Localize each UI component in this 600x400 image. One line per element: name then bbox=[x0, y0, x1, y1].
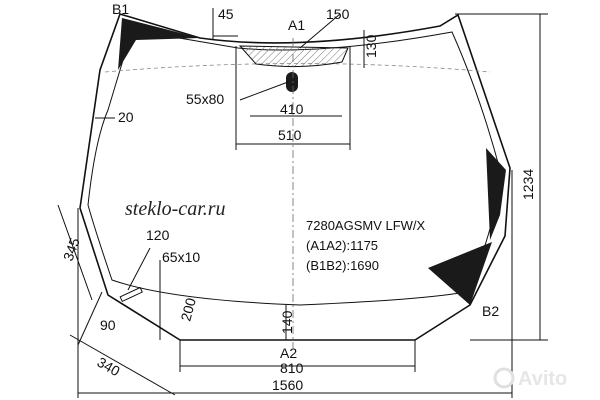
dim-510: 510 bbox=[278, 127, 302, 143]
leader-150 bbox=[299, 13, 341, 49]
dim-345-line bbox=[57, 204, 93, 301]
label-b1: B1 bbox=[112, 1, 129, 17]
dim-120: 120 bbox=[146, 227, 170, 243]
dim-150: 150 bbox=[326, 6, 350, 22]
dim-140: 140 bbox=[279, 310, 295, 334]
dim-55x80: 55x80 bbox=[186, 91, 224, 107]
glass-outline bbox=[79, 13, 511, 341]
leader-55x80 bbox=[239, 81, 289, 101]
watermark: Avito bbox=[518, 368, 567, 390]
sensor-oval bbox=[286, 72, 298, 92]
label-b2: B2 bbox=[482, 303, 499, 319]
marker-65x10 bbox=[119, 286, 143, 303]
spec-a1a2: (A1A2):1175 bbox=[306, 238, 378, 253]
dim-130: 130 bbox=[363, 34, 379, 58]
dim-1234: 1234 bbox=[520, 169, 536, 200]
watermark-icon bbox=[493, 367, 515, 389]
dim-345: 345 bbox=[60, 235, 83, 263]
dim-90-line bbox=[77, 291, 103, 346]
dim-65x10: 65x10 bbox=[162, 249, 200, 265]
sensor-area bbox=[238, 45, 349, 68]
leader-65x10 bbox=[127, 247, 151, 291]
dim-410: 410 bbox=[280, 101, 304, 117]
label-a2: A2 bbox=[280, 345, 297, 361]
dashed-line bbox=[104, 63, 491, 73]
dim-340: 340 bbox=[95, 354, 123, 380]
spec-b1b2: (B1B2):1690 bbox=[306, 258, 379, 273]
dim-45: 45 bbox=[218, 6, 234, 22]
label-a1: A1 bbox=[288, 17, 305, 33]
dim-810: 810 bbox=[280, 360, 304, 376]
corner-shade-bottom-right bbox=[428, 242, 492, 305]
inner-edge bbox=[87, 29, 501, 306]
corner-shade-top-left bbox=[118, 18, 200, 70]
dim-90: 90 bbox=[100, 317, 116, 333]
dim-340-line bbox=[69, 334, 176, 396]
dim-20: 20 bbox=[118, 109, 134, 125]
dim-1560: 1560 bbox=[272, 377, 303, 393]
dim-200: 200 bbox=[177, 296, 199, 323]
corner-shade-right bbox=[486, 148, 506, 240]
spec-code: 7280AGSMV LFW/X bbox=[306, 218, 426, 233]
brand-text: steklo-car.ru bbox=[125, 198, 226, 220]
